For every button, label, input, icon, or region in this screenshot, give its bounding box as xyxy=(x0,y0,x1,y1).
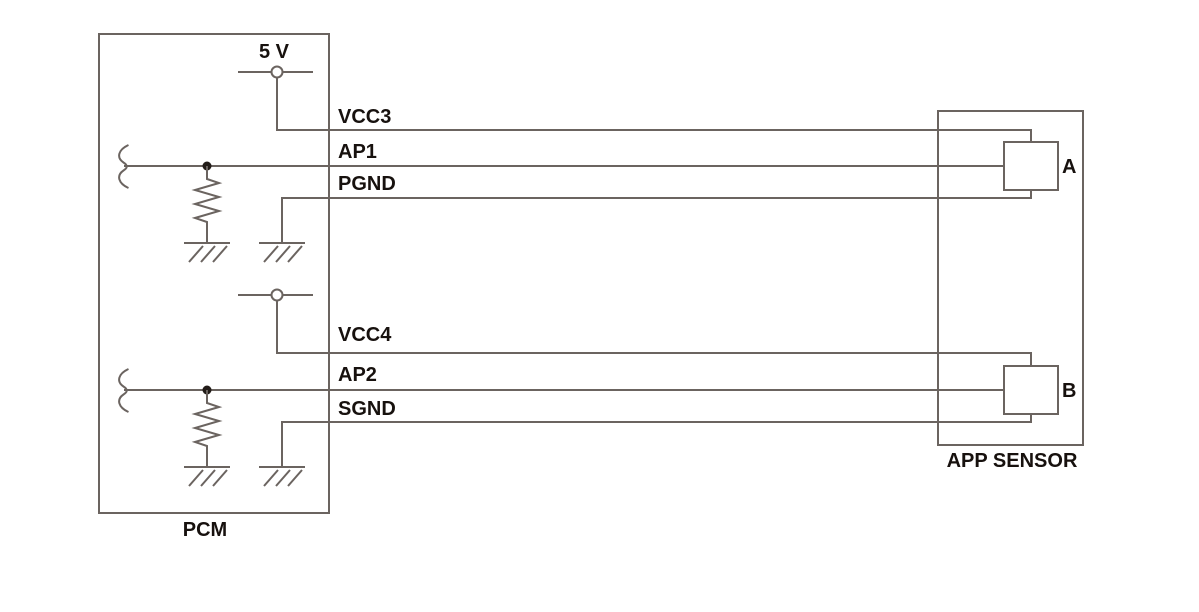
resistor-a-icon xyxy=(191,166,223,243)
ground-symbol-resistor-b-icon xyxy=(184,466,230,487)
pcm-box-label: PCM xyxy=(183,519,227,541)
supply-terminal-circle-a-icon xyxy=(270,65,284,79)
sensor-terminal-b-label: B xyxy=(1062,380,1076,402)
app-sensor-box-label: APP SENSOR xyxy=(947,450,1078,472)
sensor-terminal-b-square xyxy=(1003,365,1059,415)
sensor-terminal-a-square xyxy=(1003,141,1059,191)
pin-label-ap2: AP2 xyxy=(338,364,377,386)
supply-terminal-circle-b-icon xyxy=(270,288,284,302)
wire-sgnd xyxy=(281,414,1032,467)
supply-voltage-label: 5 V xyxy=(259,41,290,63)
pin-label-vcc3: VCC3 xyxy=(338,106,391,128)
pin-label-vcc4: VCC4 xyxy=(338,324,392,346)
pcm-box xyxy=(98,33,330,514)
ground-symbol-resistor-a-icon xyxy=(184,242,230,263)
pin-label-ap1: AP1 xyxy=(338,141,377,163)
wire-vcc3 xyxy=(276,72,1032,141)
app-sensor-box xyxy=(937,110,1084,446)
pin-label-sgnd: SGND xyxy=(338,398,396,420)
ground-symbol-sgnd-icon xyxy=(259,466,305,487)
wire-break-symbol-ap1-icon xyxy=(118,144,129,189)
resistor-b-icon xyxy=(191,390,223,467)
pin-label-pgnd: PGND xyxy=(338,173,396,195)
wire-vcc4 xyxy=(276,295,1032,365)
sensor-terminal-a-label: A xyxy=(1062,156,1076,178)
wire-pgnd xyxy=(281,190,1032,243)
wire-break-symbol-ap2-icon xyxy=(118,368,129,413)
ground-symbol-pgnd-icon xyxy=(259,242,305,263)
